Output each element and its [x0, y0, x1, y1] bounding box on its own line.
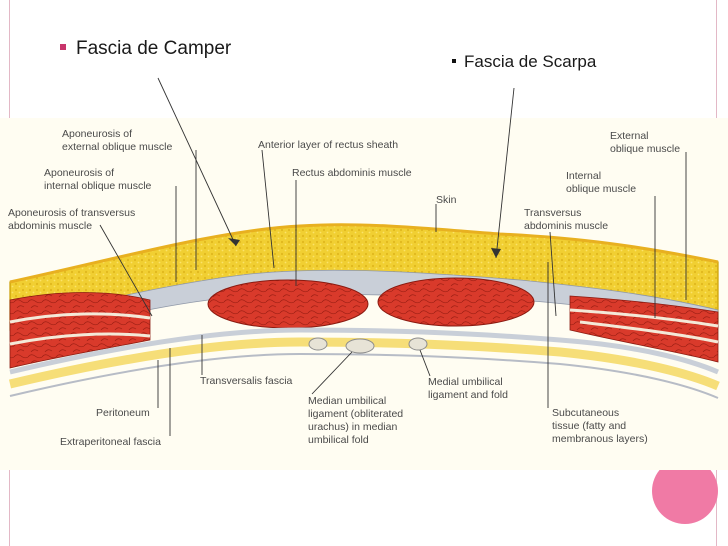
- left-muscle-septum: [9, 312, 151, 324]
- left-muscle-septum: [9, 332, 151, 346]
- leader-medial-umbilical: [419, 349, 431, 377]
- label-transversalis-fascia: Transversalis fascia: [200, 375, 293, 387]
- label-int-oblique-apon-2: internal oblique muscle: [44, 180, 152, 192]
- extraperitoneal-fascia: [8, 337, 720, 391]
- label-anterior-rectus-sheath: Anterior layer of rectus sheath: [258, 139, 398, 151]
- skin-line: [9, 223, 719, 284]
- bullet-scarpa: Fascia de Scarpa: [452, 52, 596, 72]
- label-transversus-apon-2: abdominis muscle: [8, 220, 92, 232]
- median-umbilical-ligament: [345, 338, 375, 354]
- label-rectus-abdominis: Rectus abdominis muscle: [292, 167, 412, 179]
- label-ext-oblique-apon-2: external oblique muscle: [62, 141, 172, 153]
- label-internal-1: Internal: [566, 170, 601, 182]
- label-median-umbilical-1: Median umbilical: [308, 395, 386, 407]
- bullet-camper: Fascia de Camper: [60, 38, 231, 60]
- label-internal-2: oblique muscle: [566, 183, 636, 195]
- transversalis-fascia: [9, 327, 719, 375]
- leader-anterior-rectus-sheath: [261, 149, 275, 269]
- leader-median-umbilical: [311, 351, 353, 395]
- right-rectus-abdominis: [377, 277, 535, 327]
- bullet-scarpa-text: Fascia de Scarpa: [464, 52, 597, 71]
- peritoneum: [9, 352, 719, 399]
- camper-leader-line: [157, 77, 237, 247]
- label-medial-umbilical-2: ligament and fold: [428, 389, 508, 401]
- label-extraperitoneal-fascia: Extraperitoneal fascia: [60, 436, 161, 448]
- right-muscle-septum: [579, 320, 719, 344]
- label-transversus-1: Transversus: [524, 207, 581, 219]
- label-external-2: oblique muscle: [610, 143, 680, 155]
- label-subcutaneous-1: Subcutaneous: [552, 407, 619, 419]
- label-ext-oblique-apon-1: Aponeurosis of: [62, 128, 132, 140]
- label-int-oblique-apon-1: Aponeurosis of: [44, 167, 114, 179]
- scarpa-arrowhead: [491, 248, 501, 258]
- label-transversus-apon-1: Aponeurosis of transversus: [8, 207, 135, 219]
- label-median-umbilical-4: umbilical fold: [308, 434, 369, 446]
- label-external-1: External: [610, 130, 649, 142]
- leader-transversus: [549, 231, 557, 317]
- label-median-umbilical-2: ligament (obliterated: [308, 408, 403, 420]
- camper-arrowhead: [228, 238, 240, 246]
- medial-umbilical-ligament-left: [308, 337, 328, 351]
- label-subcutaneous-2: tissue (fatty and: [552, 420, 626, 432]
- left-rectus-abdominis: [207, 279, 369, 329]
- bullet-camper-text: Fascia de Camper: [76, 38, 232, 59]
- label-medial-umbilical-1: Medial umbilical: [428, 376, 503, 388]
- bullet-square-icon: [452, 58, 456, 63]
- label-transversus-2: abdominis muscle: [524, 220, 608, 232]
- left-oblique-muscles: [9, 292, 151, 369]
- medial-umbilical-ligament-right: [408, 337, 428, 351]
- right-muscle-septum: [569, 308, 719, 328]
- label-skin: Skin: [436, 194, 457, 206]
- label-median-umbilical-3: urachus) in median: [308, 421, 397, 433]
- bullet-square-icon: [60, 43, 66, 50]
- leader-transversus-aponeurosis: [99, 224, 153, 317]
- label-subcutaneous-3: membranous layers): [552, 433, 648, 445]
- scarpa-leader-line: [495, 87, 515, 259]
- label-peritoneum: Peritoneum: [96, 407, 150, 419]
